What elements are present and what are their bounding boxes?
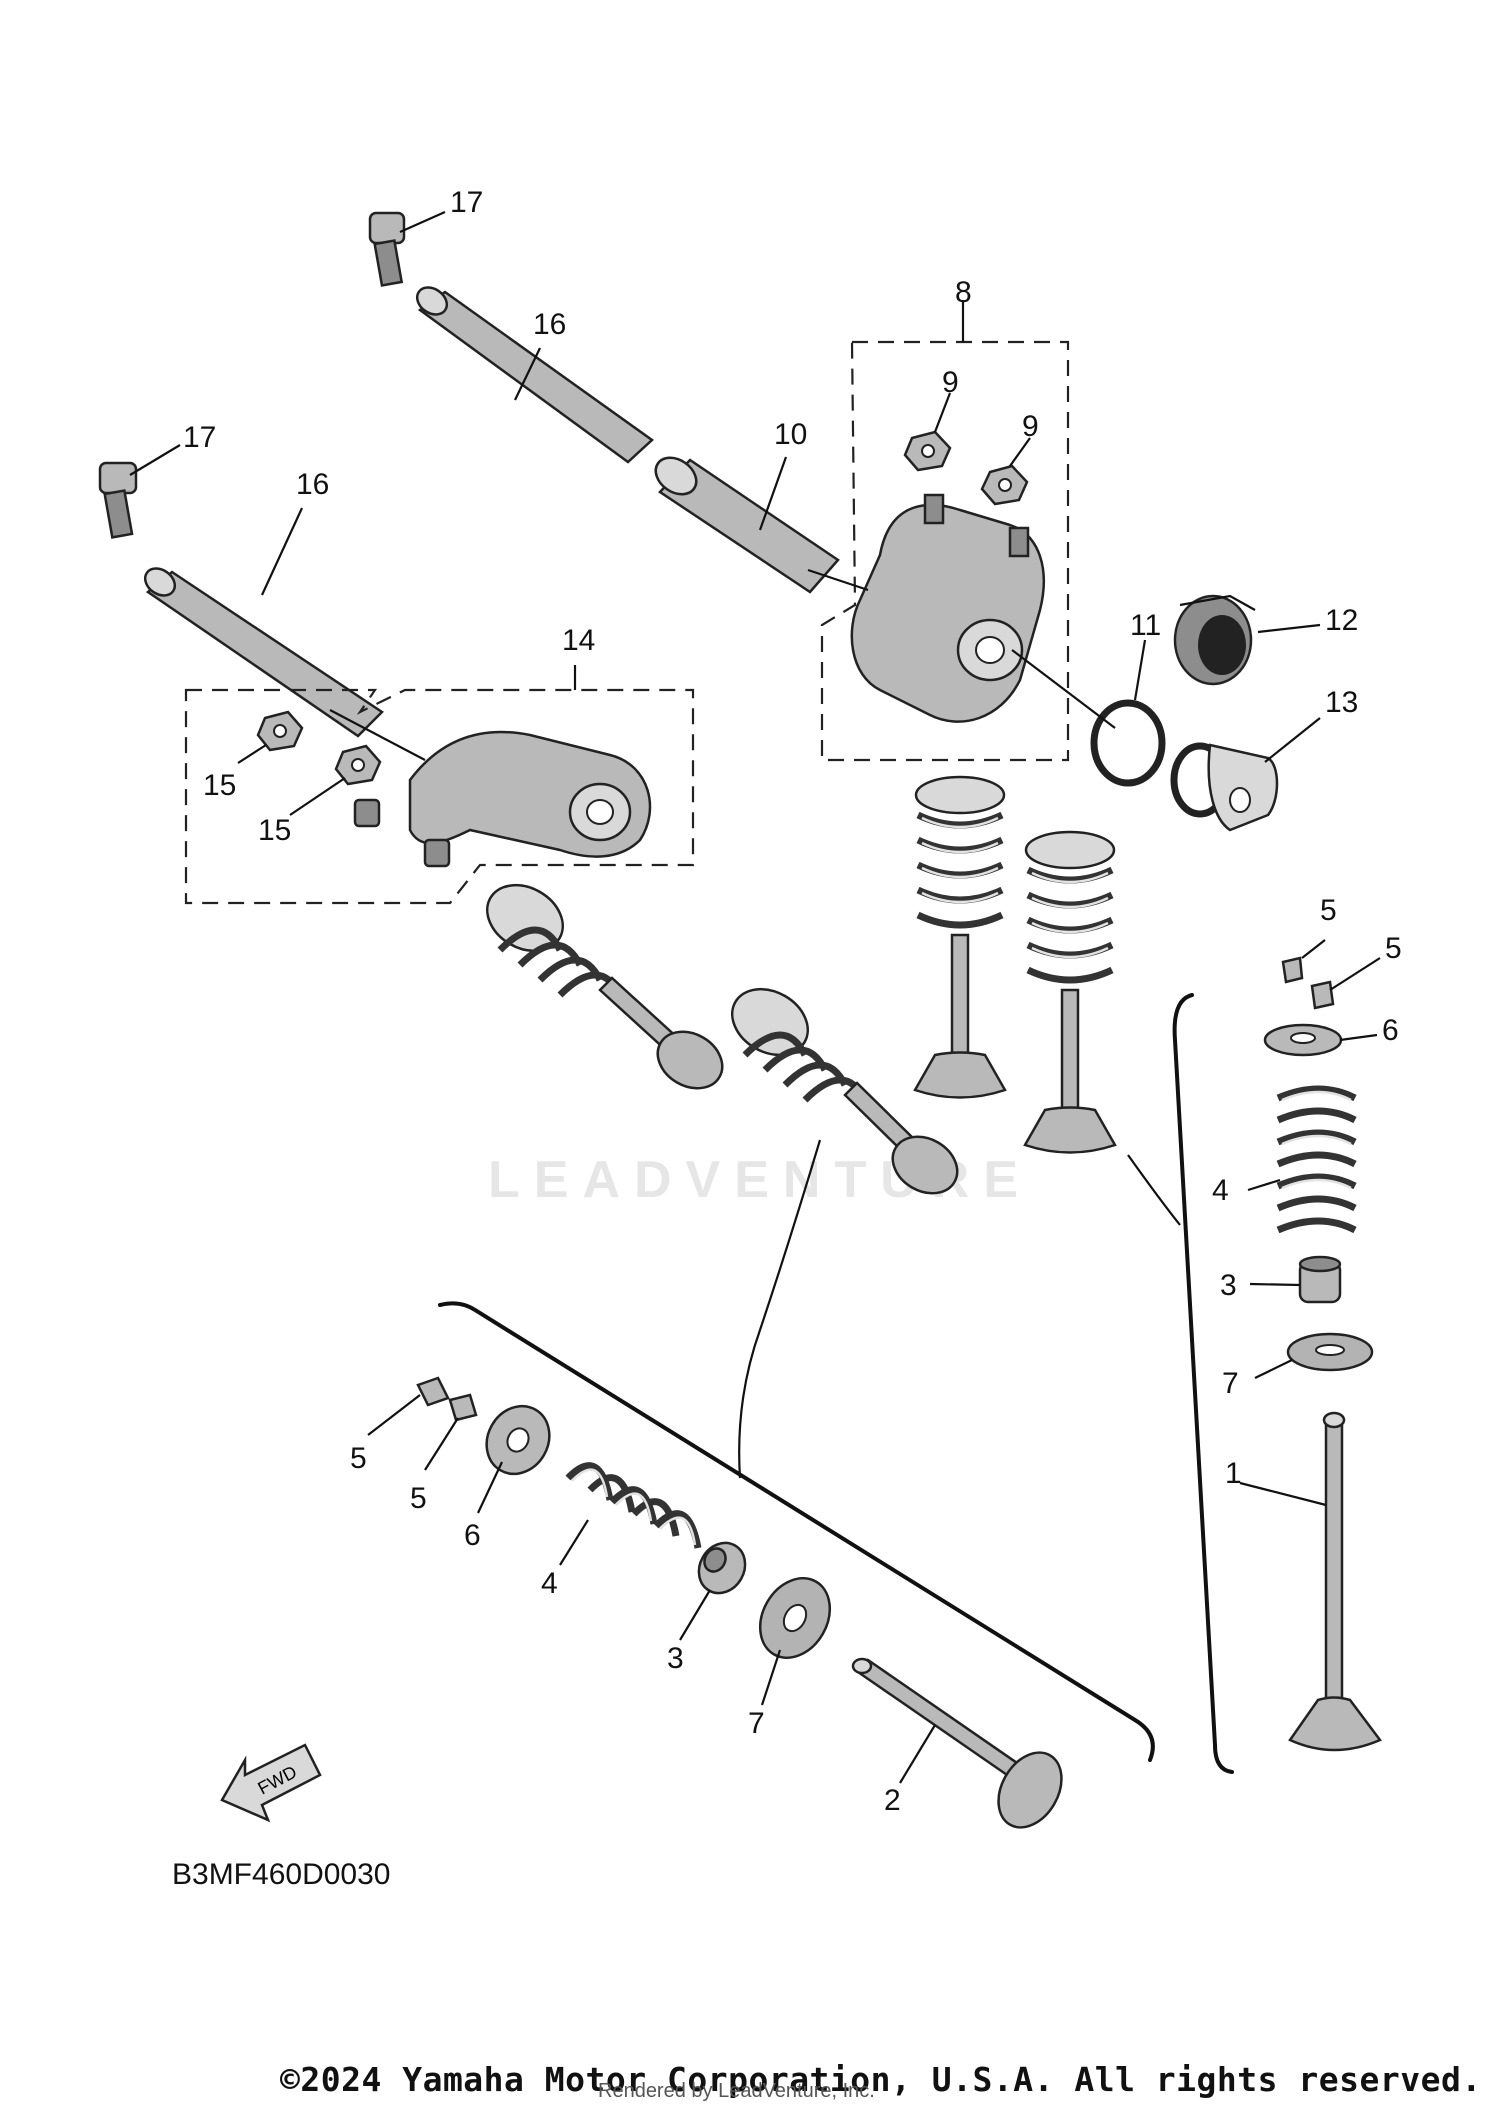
stem-seal-3-lower[interactable] <box>690 1534 754 1601</box>
callout-11: 11 <box>1130 609 1161 642</box>
spring-seat-7-right[interactable] <box>1286 1332 1374 1372</box>
copyright-notice: ©2024 Yamaha Motor Corporation, U.S.A. A… <box>280 2060 1482 2099</box>
retainer-6-right[interactable] <box>1263 1023 1343 1057</box>
callout-14: 14 <box>562 624 595 657</box>
callout-13: 13 <box>1325 686 1358 719</box>
bracket-lower-leader <box>738 1139 822 1479</box>
callout-3-lower: 3 <box>667 1642 684 1675</box>
callout-5-lower-a: 5 <box>350 1442 367 1475</box>
callout-5-right-b: 5 <box>1385 932 1402 965</box>
bracket-right-leader <box>1127 1154 1181 1226</box>
bolt-17-upper[interactable] <box>368 211 406 287</box>
collet-5-right-b[interactable] <box>1310 980 1335 1010</box>
valve-spring-4-right[interactable] <box>1276 1085 1357 1234</box>
callout-16-lower: 16 <box>296 468 329 501</box>
callout-3-right: 3 <box>1220 1269 1237 1302</box>
callout-15-lower: 15 <box>258 814 291 847</box>
callout-16-upper: 16 <box>533 308 566 341</box>
callout-12: 12 <box>1325 604 1358 637</box>
rocker-arm-8[interactable] <box>850 493 1045 723</box>
rocker-shaft-16-upper[interactable] <box>412 282 654 464</box>
rendered-by-notice: Rendered by LeadVenture, Inc. <box>598 2080 875 2102</box>
callout-1: 1 <box>1225 1457 1242 1490</box>
diagram-code: B3MF460D0030 <box>172 1858 391 1891</box>
callout-6-right: 6 <box>1382 1014 1399 1047</box>
valve-spring-4-lower[interactable] <box>565 1462 702 1549</box>
leader-lines <box>129 210 1381 1784</box>
valve-upright-left[interactable] <box>913 775 1007 1099</box>
nut-9-right[interactable] <box>980 464 1029 506</box>
collet-5-lower-a[interactable] <box>416 1376 450 1407</box>
callout-6-lower: 6 <box>464 1519 481 1552</box>
nut-9-left[interactable] <box>903 430 952 472</box>
callout-7-right: 7 <box>1222 1367 1239 1400</box>
torsion-spring-12[interactable] <box>1173 594 1256 686</box>
callout-17-lower: 17 <box>183 421 216 454</box>
valve-1[interactable] <box>1288 1411 1382 1752</box>
valve-diagonal-lower[interactable] <box>720 976 967 1204</box>
bracket-right <box>1172 993 1234 1774</box>
stem-seal-3-right[interactable] <box>1298 1255 1342 1304</box>
valve-2[interactable] <box>851 1657 1074 1839</box>
callout-9-right: 9 <box>1022 410 1039 443</box>
nut-15-lower[interactable] <box>334 744 382 786</box>
collet-5-right-a[interactable] <box>1281 956 1304 984</box>
callout-15-upper: 15 <box>203 769 236 802</box>
washer-11[interactable] <box>1090 699 1166 787</box>
rocker-arm-assy-8-box <box>820 340 1070 762</box>
callout-8: 8 <box>955 276 972 309</box>
bolt-17-lower[interactable] <box>98 461 138 539</box>
callout-5-right-a: 5 <box>1320 894 1337 927</box>
callout-2: 2 <box>884 1784 901 1817</box>
washer-plate-13[interactable] <box>1170 742 1279 832</box>
rocker-shaft-16-lower[interactable] <box>140 563 384 738</box>
callout-7-lower: 7 <box>748 1707 765 1740</box>
rocker-arm-14[interactable] <box>353 730 652 868</box>
shaft-10[interactable] <box>649 450 840 594</box>
callout-4-right: 4 <box>1212 1174 1229 1207</box>
callout-5-lower-b: 5 <box>410 1482 427 1515</box>
nut-15-upper[interactable] <box>256 710 304 752</box>
spring-seat-7-lower[interactable] <box>746 1566 843 1671</box>
callout-17-upper: 17 <box>450 186 483 219</box>
callout-9-left: 9 <box>942 366 959 399</box>
bracket-lower <box>438 1301 1155 1762</box>
callout-10: 10 <box>774 418 807 451</box>
retainer-6-lower[interactable] <box>475 1395 562 1486</box>
rocker-arm-assy-14-box <box>184 688 695 905</box>
callout-4-lower: 4 <box>541 1567 558 1600</box>
valve-upright-right[interactable] <box>1023 830 1117 1154</box>
collet-5-lower-b[interactable] <box>448 1393 478 1422</box>
fwd-arrow-icon: FWD <box>220 1743 322 1823</box>
valve-diagonal-upper[interactable] <box>475 872 732 1099</box>
